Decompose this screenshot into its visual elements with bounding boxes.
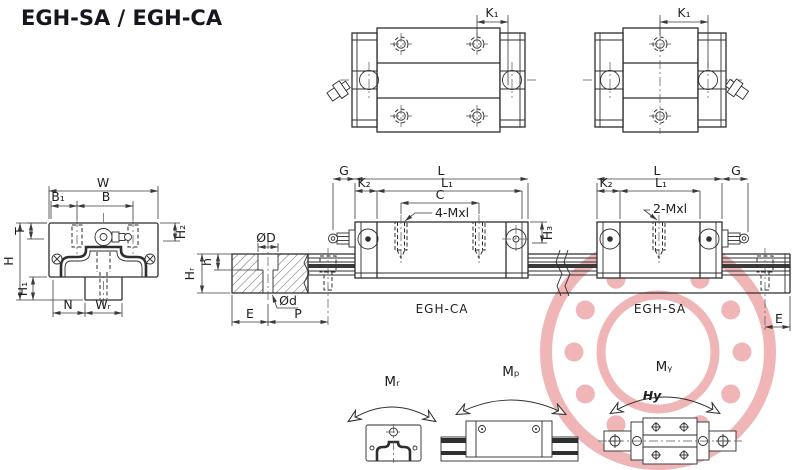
pitch-arrow xyxy=(457,399,565,414)
dim-label-l-ca: L xyxy=(438,163,445,178)
rail-section-view: ØD h Hᵣ Ød E P xyxy=(182,230,329,326)
dim-label-thread-sa: 2-Mxl xyxy=(653,201,687,216)
dim-label-e-sa: E xyxy=(775,311,783,326)
dim-label-thread-ca: 4-Mxl xyxy=(435,205,469,220)
front-section-view: W B₁ B T H₂ H H₁ xyxy=(1,175,188,317)
dim-label-h: H xyxy=(1,256,16,265)
side-view-egh-sa: L G K₂ L₁ 2-Mxl E EGH-SA xyxy=(596,163,791,331)
dim-label-l1-ca: L₁ xyxy=(441,175,453,190)
dim-label-k2-sa: K₂ xyxy=(599,175,612,190)
rail-section-dimensions: ØD h Hᵣ Ød E P xyxy=(182,230,329,326)
dim-label-od-small: Ød xyxy=(279,293,297,308)
dim-label-hr: Hᵣ xyxy=(182,267,197,280)
moment-yaw: Mᵧ xyxy=(598,359,742,465)
front-view-dimensions: W B₁ B T H₂ H H₁ xyxy=(1,175,188,317)
dim-label-w: W xyxy=(97,175,109,190)
page-title: EGH-SA / EGH-CA xyxy=(21,6,223,30)
thread-holes-ca xyxy=(394,215,486,263)
dim-label-k1-sa: K₁ xyxy=(677,5,690,20)
grease-nipple-ca-top xyxy=(326,80,351,102)
moment-yaw-icon xyxy=(598,417,742,465)
dim-k1-sa: K₁ xyxy=(659,5,709,68)
watermark-balls xyxy=(564,258,752,446)
watermark-monogram: Hy xyxy=(643,388,662,403)
dim-label-od-big: ØD xyxy=(256,230,275,245)
moment-label-mr: Mᵣ xyxy=(384,374,400,390)
top-view-egh-ca: K₁ xyxy=(326,5,537,133)
grease-fitting-front xyxy=(94,228,132,246)
dim-label-h1: H₁ xyxy=(15,282,30,296)
dim-label-h3: H₃ xyxy=(540,226,555,240)
dim-label-k2-ca: K₂ xyxy=(357,175,370,190)
caption-egh-ca: EGH-CA xyxy=(416,302,469,316)
dim-label-n: N xyxy=(63,297,72,312)
top-view-egh-sa: K₁ xyxy=(583,5,750,134)
moment-pitch-icon xyxy=(440,420,579,462)
dim-label-c: C xyxy=(436,187,445,202)
dim-label-l-sa: L xyxy=(654,163,661,178)
moment-roll-icon xyxy=(365,424,422,463)
dim-label-h2: H₂ xyxy=(173,225,188,239)
dim-label-e-rail: E xyxy=(246,306,254,321)
rail-hole-right xyxy=(756,248,774,331)
dim-label-wr: Wᵣ xyxy=(95,297,111,312)
mount-holes-sa xyxy=(649,26,671,134)
grease-nipple-sa-top xyxy=(724,78,750,101)
mount-holes-ca xyxy=(390,33,488,127)
side-view-sa-dimensions: L G K₂ L₁ 2-Mxl E xyxy=(596,163,791,331)
rail-hole-left xyxy=(319,248,337,326)
dim-label-g-sa: G xyxy=(731,163,741,178)
dim-label-g-ca: G xyxy=(339,163,349,178)
side-view-egh-ca: G L K₂ L₁ C 4-Mxl H₃ EGH-CA xyxy=(328,163,555,316)
grease-nipple-sa-side xyxy=(721,229,749,248)
dim-label-t: T xyxy=(12,227,27,236)
thread-hole-sa xyxy=(652,215,666,263)
dim-label-h-counterbore: h xyxy=(199,258,214,266)
grease-nipple-ca-side xyxy=(328,229,356,248)
roll-arrow xyxy=(349,406,435,421)
dim-label-p: P xyxy=(294,306,302,321)
dim-label-k1-ca: K₁ xyxy=(485,5,498,20)
moment-label-mp: Mₚ xyxy=(502,364,519,380)
side-view-ca-dimensions: G L K₂ L₁ C 4-Mxl H₃ xyxy=(332,163,555,244)
dim-label-b1: B₁ xyxy=(51,189,65,204)
caption-egh-sa: EGH-SA xyxy=(634,302,686,316)
dim-label-b: B xyxy=(102,189,111,204)
moment-roll: Mᵣ xyxy=(349,374,435,463)
yaw-arrow xyxy=(611,396,719,413)
moment-pitch: Mₚ xyxy=(440,364,579,462)
dim-label-l1-sa: L₁ xyxy=(655,175,667,190)
dim-k1-ca: K₁ xyxy=(476,5,509,85)
side-screws-front xyxy=(51,253,156,265)
moment-label-my: Mᵧ xyxy=(656,359,673,375)
